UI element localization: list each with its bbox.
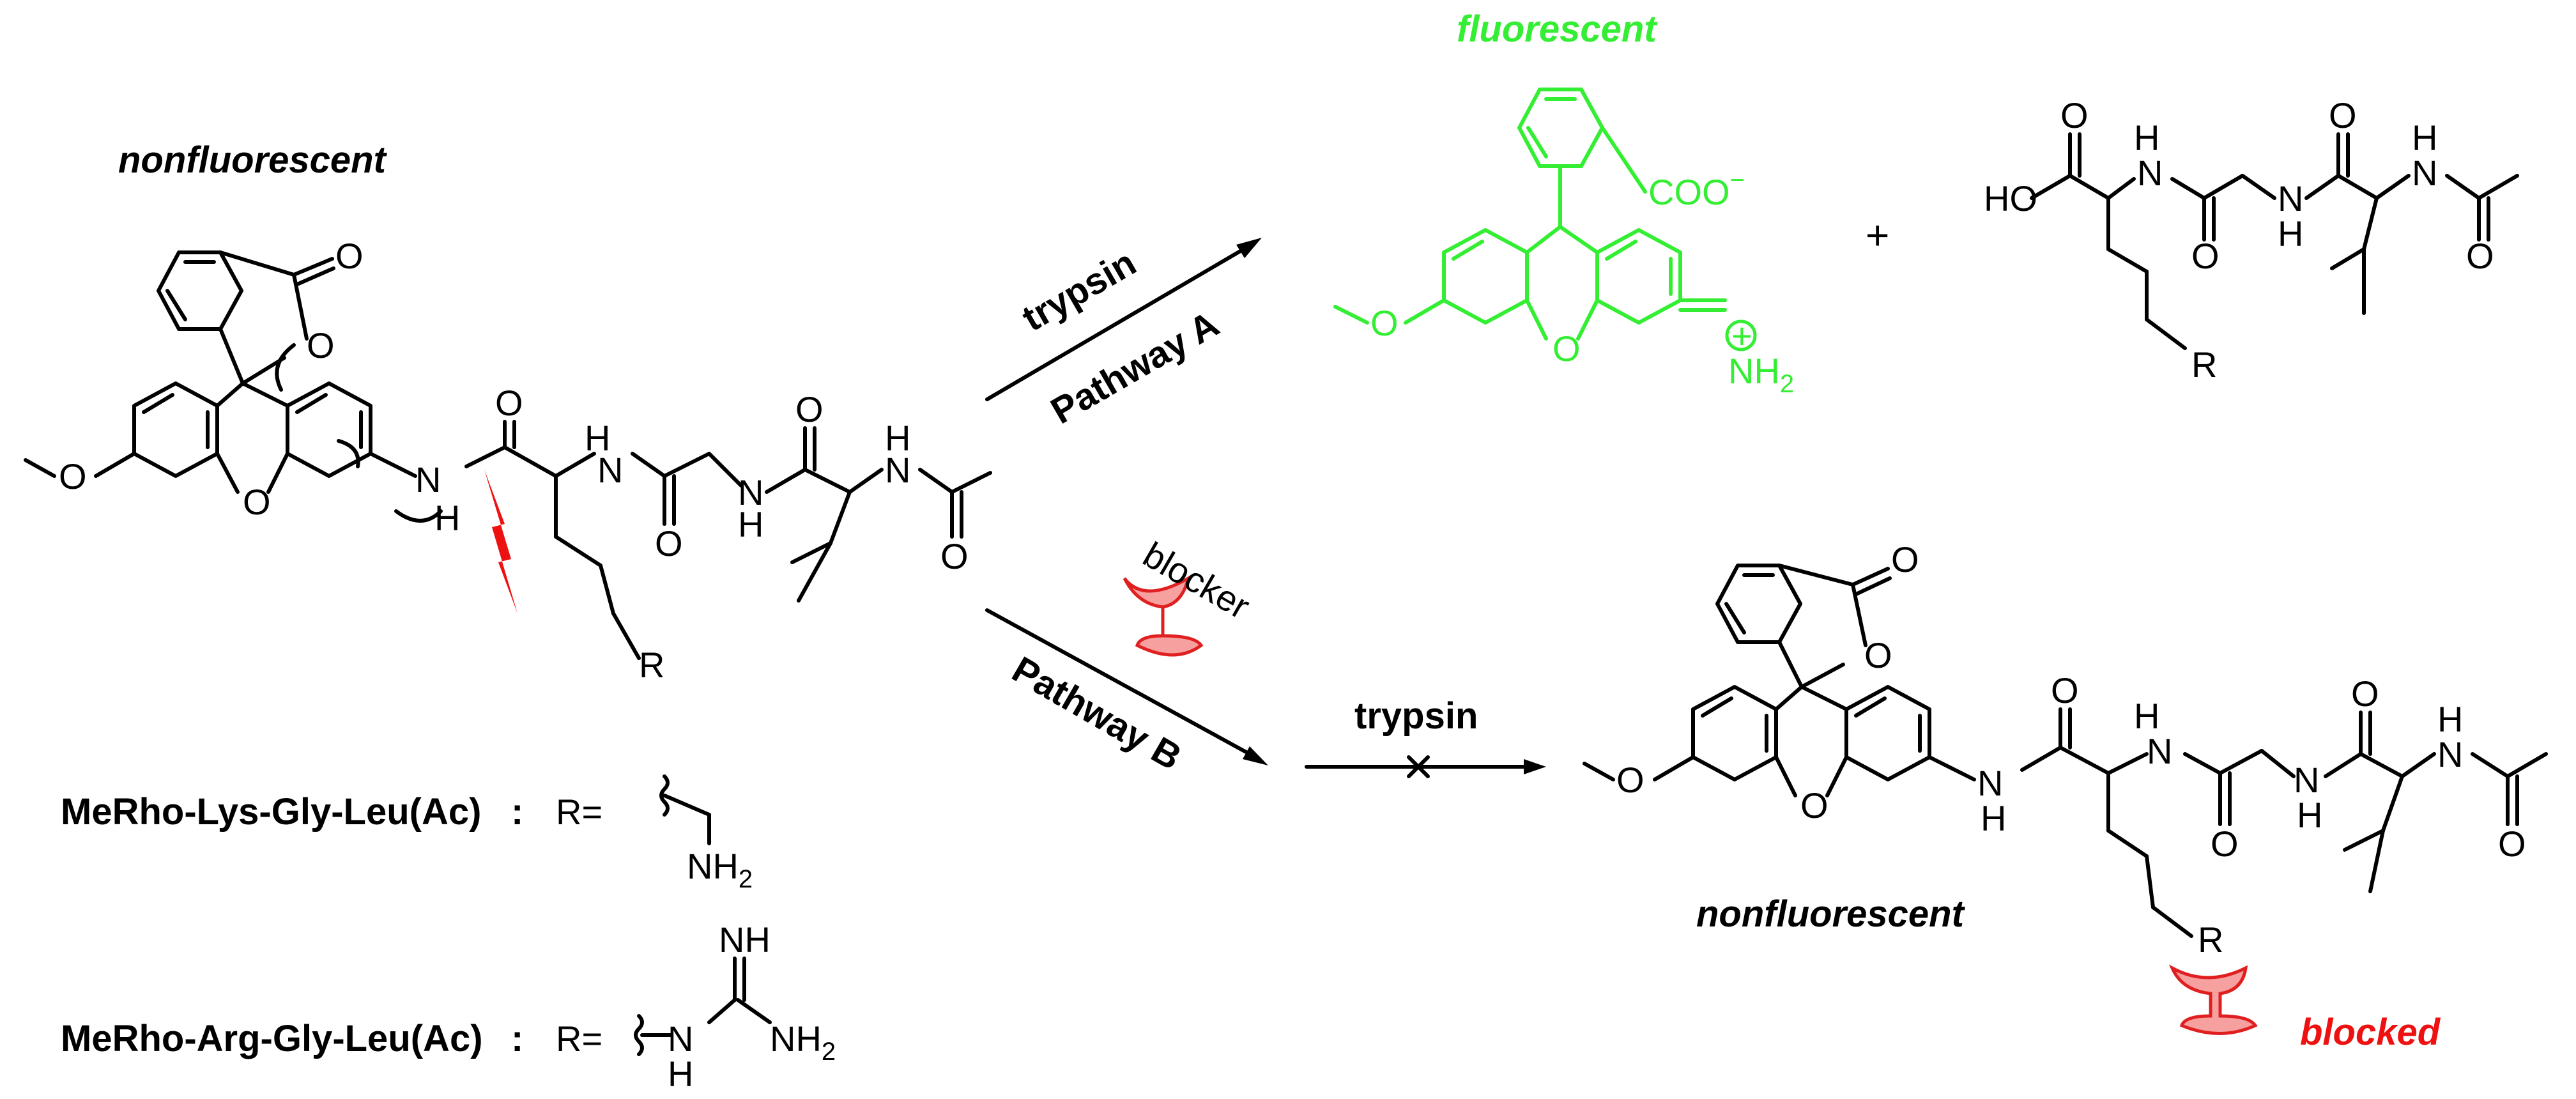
blocked-product (1583, 564, 2548, 938)
atom-label: R (639, 645, 664, 685)
atom-label: O (307, 325, 335, 365)
atom-n: N (2294, 760, 2319, 800)
compound-arg-name: MeRho-Arg-Gly-Leu(Ac) (61, 1018, 483, 1059)
atom-n: N (2437, 734, 2463, 774)
compound-lys-name: MeRho-Lys-Gly-Leu(Ac) (61, 791, 481, 833)
peptide-fragment (2030, 132, 2519, 350)
atom-h: H (2297, 795, 2322, 835)
atom-label: H (434, 498, 460, 538)
blocker-bound-icon (2168, 964, 2258, 1035)
atom-o: O (1891, 539, 1919, 580)
atom-n: N (2278, 178, 2303, 219)
atom-h: H (2437, 699, 2463, 739)
atom-h: H (2278, 213, 2303, 254)
atom-n: N (2147, 731, 2172, 771)
atom-label: N (597, 450, 623, 490)
atom-o: O (1370, 303, 1399, 343)
atom-n: N (2137, 153, 2163, 193)
plus-charge: + (1731, 316, 1752, 356)
atom-o: O (2060, 95, 2089, 135)
atom-o: O (2191, 236, 2220, 276)
atom-h: H (2134, 696, 2159, 736)
arg-sidechain (634, 957, 772, 1056)
colon: : (511, 791, 523, 833)
atom-o: O (2498, 824, 2526, 864)
atom-o: O (1864, 635, 1892, 675)
label-nonfluorescent-left: nonfluorescent (118, 139, 388, 181)
blocker-icon (1123, 574, 1204, 657)
atom-nh: NH (719, 919, 770, 960)
atom-coo: COO− (1648, 166, 1745, 212)
atom-h: H (668, 1054, 693, 1094)
atom-h: H (1981, 798, 2006, 838)
atom-label: N (415, 459, 441, 500)
atom-h: H (2412, 118, 2437, 158)
atom-o: O (2211, 824, 2239, 864)
atom-h: H (2134, 118, 2159, 158)
label-nonfluorescent-right: nonfluorescent (1696, 893, 1966, 935)
atom-o: O (2466, 236, 2494, 276)
label-fluorescent: fluorescent (1457, 8, 1658, 50)
trypsin-a-label: trypsin (1015, 242, 1143, 339)
atom-label: N (885, 450, 910, 490)
lys-sidechain (659, 774, 711, 845)
atom-label: N (738, 472, 763, 512)
atom-o: O (1616, 760, 1644, 800)
atom-label: O (940, 536, 969, 576)
substrate-molecule (24, 250, 992, 660)
fluorescent-product (1333, 88, 1727, 341)
label-blocked: blocked (2300, 1011, 2441, 1053)
atom-label: H (885, 418, 910, 458)
atom-nh2: NH2 (687, 846, 753, 893)
atom-label: O (795, 389, 824, 429)
atom-n: N (668, 1018, 693, 1059)
atom-label: O (59, 456, 87, 496)
r-equals: R= (556, 1018, 602, 1059)
atom-label: O (495, 383, 523, 423)
cleavage-bolt-icon (484, 470, 518, 613)
atom-n: N (2412, 153, 2437, 193)
atom-n: N (1977, 763, 2003, 803)
pathway-b-label: Pathway B (1006, 649, 1189, 778)
atom-o: O (1552, 328, 1581, 369)
atom-label: O (243, 482, 271, 522)
atom-o: O (1800, 785, 1828, 826)
atom-o: O (2329, 95, 2357, 135)
atom-o: O (2051, 670, 2079, 711)
atom-label: O (335, 236, 364, 276)
atom-nh2: NH2 (770, 1018, 836, 1066)
colon: : (511, 1018, 523, 1059)
plus-charge-icon (1725, 319, 1757, 351)
atom-label: O (655, 523, 683, 564)
atom-label: H (738, 504, 763, 544)
trypsin-b-label: trypsin (1354, 695, 1478, 737)
r-equals: R= (556, 792, 602, 832)
blocker-label: blocker (1137, 534, 1257, 627)
atom-r: R (2198, 919, 2223, 960)
atom-nh2: NH2 (1728, 351, 1794, 398)
plus-sign: + (1866, 212, 1889, 258)
atom-ho: HO (1984, 178, 2037, 219)
atom-label: H (585, 418, 610, 458)
atom-o: O (2351, 673, 2379, 714)
atom-r: R (2191, 344, 2217, 385)
pathway-a-label: Pathway A (1044, 303, 1226, 432)
